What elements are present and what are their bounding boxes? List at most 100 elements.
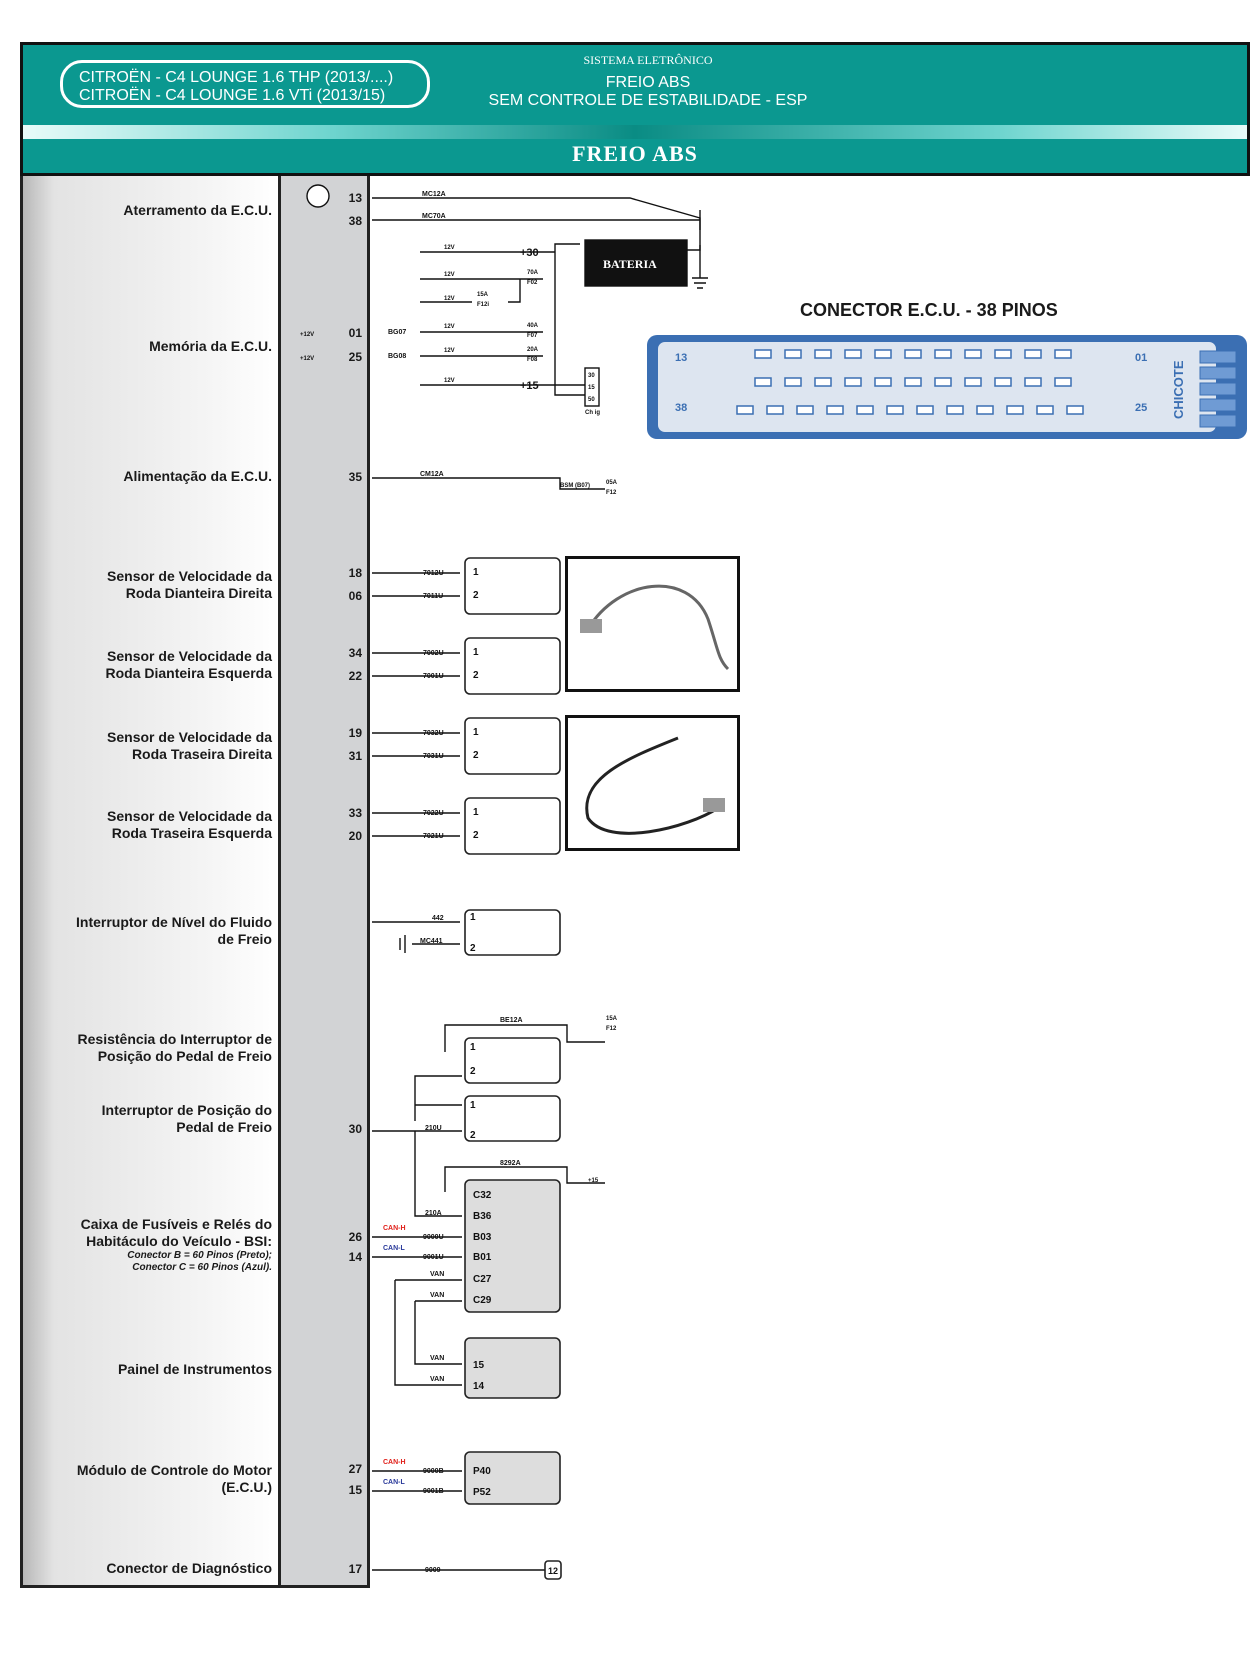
bus-van-14: VAN [430,1376,444,1383]
system-heading: SISTEMA ELETRÔNICO FREIO ABS SEM CONTROL… [443,53,853,110]
terminal-2: 2 [470,943,476,954]
pedal-switch-box [464,1095,561,1142]
pin-27: 27 [348,1462,362,1476]
fuse-f07-name: F07 [527,333,538,339]
wire-9000u: 9000U [423,1234,444,1241]
wire-cm12a: CM12A [420,471,444,478]
connector-pin-cavity [796,405,814,415]
rear-sensor-photo [565,715,740,851]
engine-ecu-box [464,1451,561,1505]
terminal-p52: P52 [473,1487,491,1498]
wire-8292a: 8292A [500,1160,521,1167]
terminal-1: 1 [473,807,479,818]
ecu-pin-strip [278,176,370,1588]
connector-title: CONECTOR E.C.U. - 38 PINOS [800,300,1058,320]
pin-19: 19 [348,726,362,740]
terminal-b36: B36 [473,1211,492,1222]
terminal-b01: B01 [473,1252,492,1263]
bsm-fuse-rating: 05A [606,480,618,486]
bsi-ignition-label: +15 [588,1178,599,1184]
connector-pin-cavity [826,405,844,415]
connector-pin-cavity [976,405,994,415]
rear-right-sensor-box [464,717,561,775]
wire-7002u: 7002U [423,650,444,657]
pedal-fuse-rating: 15A [606,1016,618,1022]
terminal-1: 1 [470,1042,476,1053]
conn-pin-01: 01 [1135,352,1147,364]
terminal-c32: C32 [473,1190,492,1201]
fluid-level-switch-box [464,909,561,956]
connector-pin-cavity [1054,377,1072,387]
connector-pin-cavity [784,377,802,387]
system-note: SEM CONTROLE DE ESTABILIDADE - ESP [488,92,808,109]
terminal-15: 15 [473,1360,485,1371]
pin-20: 20 [348,829,362,843]
connector-pin-cavity [1054,349,1072,359]
wire-9001b: 9001B [423,1488,444,1495]
ignition-term-15: 15 [588,385,595,391]
terminal-1: 1 [470,1100,476,1111]
pin-15: 15 [348,1483,362,1497]
conn-pin-38: 38 [675,402,687,414]
label-memory: Memória da E.C.U. [149,338,272,354]
conn-pin-13: 13 [675,352,687,364]
connector-pin-cavity [784,349,802,359]
front-right-sensor-box [464,557,561,615]
bsi-box [464,1179,561,1313]
bsm-label: BSM (B07) [560,483,590,489]
connector-pin-cavity [946,405,964,415]
wire-9001u: 9001U [423,1254,444,1261]
fuse-f02-name: F02 [527,280,538,286]
connector-pin-cavity [934,349,952,359]
rear-left-sensor-box [464,797,561,855]
wire-bg08: BG08 [388,353,406,360]
plus15-label: +15 [520,380,539,392]
wire-7031u: 7031U [423,753,444,760]
page-title: FREIO ABS [572,141,698,166]
terminal-c29: C29 [473,1295,492,1306]
connector-pin-cavity [766,405,784,415]
connector-pin-cavity [904,349,922,359]
fuse-f12i-name: F12i [477,302,489,308]
vehicle-model-1: CITROËN - C4 LOUNGE 1.6 THP (2013/....) [79,69,394,86]
component-label-column [20,176,280,1588]
voltage-label: 12V [444,378,455,384]
memory-note-25: +12V [300,356,314,362]
ecu-connector-diagram: CHICOTE 13 38 01 25 [647,335,1247,439]
connector-pin-cavity [1024,377,1042,387]
terminal-1: 1 [473,567,479,578]
connector-pin-cavity [814,349,832,359]
wire-be12a: BE12A [500,1017,523,1024]
wire-7001u: 7001U [423,673,444,680]
fuse-f12i-rating: 15A [477,292,489,298]
connector-pin-cavity [844,377,862,387]
fuse-f08-rating: 20A [527,347,539,353]
wire-210u: 210U [425,1125,442,1132]
wire-7021u: 7021U [423,833,444,840]
connector-pin-cavity [994,377,1012,387]
ignition-label: Ch ig [585,410,600,416]
memory-note-01: +12V [300,332,314,338]
pin-31: 31 [348,749,362,763]
terminal-2: 2 [470,1066,476,1077]
pin-30: 30 [348,1122,362,1136]
wire-7022u: 7022U [423,810,444,817]
pin-25: 25 [348,350,362,364]
ignition-term-30: 30 [588,373,595,379]
voltage-label: 12V [444,296,455,302]
label-ground: Aterramento da E.C.U. [123,202,272,218]
terminal-2: 2 [473,830,479,841]
front-left-sensor-box [464,637,561,695]
voltage-label: 12V [444,245,455,251]
wire-210a: 210A [425,1210,442,1217]
pin-38: 38 [348,214,362,228]
wire-9000b: 9000B [423,1468,444,1475]
connector-pin-cavity [1066,405,1084,415]
voltage-label: 12V [444,348,455,354]
plus30-label: +30 [520,247,539,259]
